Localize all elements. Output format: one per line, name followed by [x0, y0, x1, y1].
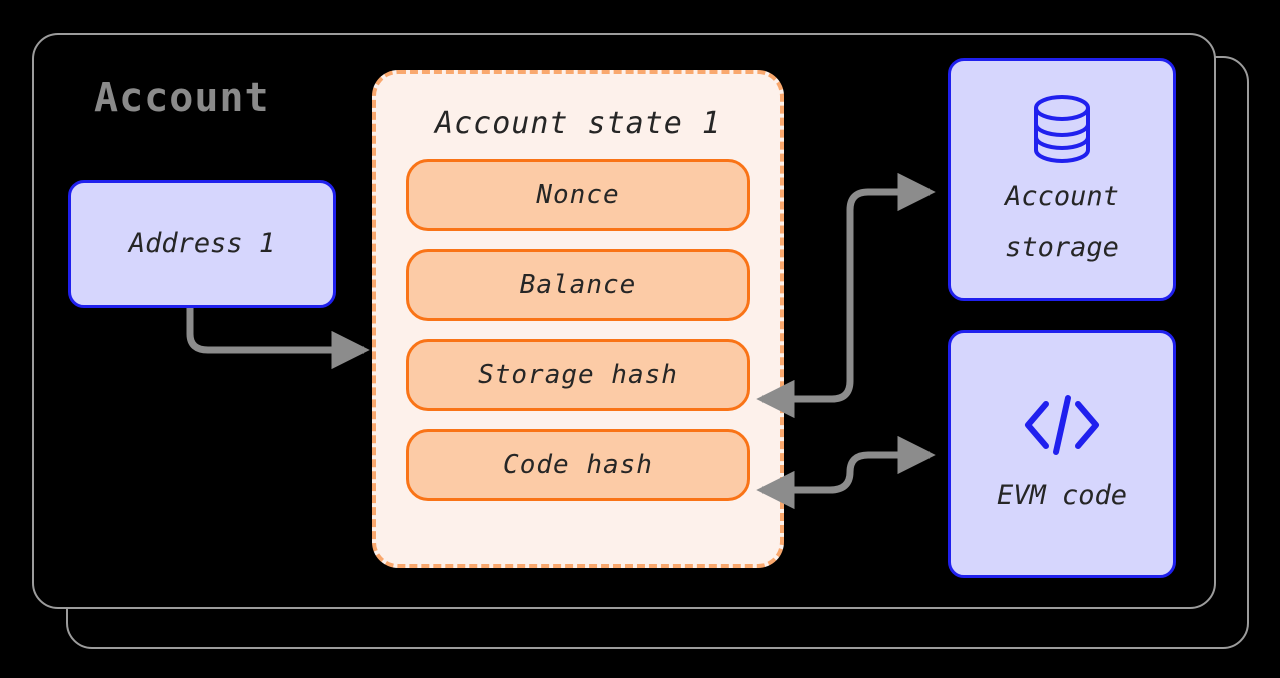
field-balance-label: Balance	[519, 270, 637, 300]
node-evm-code[interactable]: EVM code	[948, 330, 1176, 578]
field-nonce[interactable]: Nonce	[406, 159, 750, 231]
node-account-storage-line1: Account	[1005, 181, 1119, 213]
field-storage-hash[interactable]: Storage hash	[406, 339, 750, 411]
node-address-1[interactable]: Address 1	[68, 180, 336, 308]
code-icon	[1021, 394, 1103, 456]
database-icon	[1029, 93, 1095, 165]
node-account-storage-line2: storage	[1005, 231, 1119, 263]
field-balance[interactable]: Balance	[406, 249, 750, 321]
account-state-field-list: Nonce Balance Storage hash Code hash	[406, 159, 750, 501]
field-code-hash[interactable]: Code hash	[406, 429, 750, 501]
panel-account-state-title: Account state 1	[435, 106, 721, 141]
node-account-storage[interactable]: Account storage	[948, 58, 1176, 301]
node-address-1-label: Address 1	[128, 227, 276, 259]
page-title: Account	[94, 75, 270, 121]
panel-account-state: Account state 1 Nonce Balance Storage ha…	[372, 70, 784, 568]
field-nonce-label: Nonce	[536, 180, 620, 210]
node-evm-code-line1: EVM code	[996, 479, 1128, 511]
field-storage-hash-label: Storage hash	[478, 360, 678, 390]
field-code-hash-label: Code hash	[503, 450, 653, 480]
